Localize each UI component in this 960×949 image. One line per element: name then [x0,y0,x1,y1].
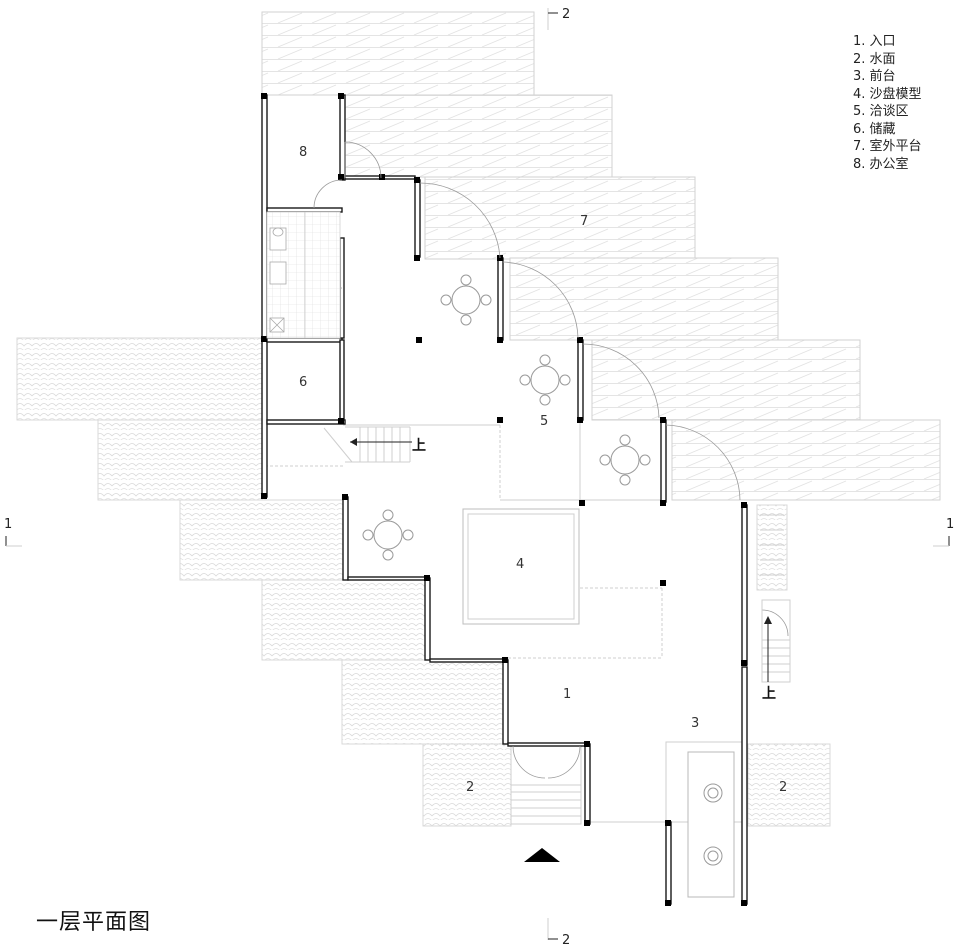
stair-right [760,514,791,683]
stair-upper [323,426,412,463]
legend: 1. 入口 2. 水面 3. 前台 4. 沙盘模型 5. 洽谈区 6. 储藏 7… [853,33,922,173]
doors [313,141,789,779]
table-with-chairs [519,354,571,406]
restroom [266,211,341,339]
room-label-1: 1 [563,687,571,702]
section-marker-label: 2 [562,7,570,22]
room-label-2-left: 2 [466,780,474,795]
reception-desk [665,741,745,898]
legend-item: 5. 洽谈区 [853,104,909,119]
room-label-6: 6 [299,375,307,390]
room-label-4: 4 [516,557,524,572]
legend-item: 2. 水面 [853,51,896,67]
legend-item: 7. 室外平台 [853,139,922,154]
section-marker-2-top: 2 [547,7,570,30]
room-label-2-right: 2 [779,780,787,795]
water-surface [16,337,831,827]
room-label-8: 8 [299,145,307,160]
section-marker-1-left: 1 [4,517,22,547]
outdoor-deck [261,11,941,501]
entrance-arrow-icon [524,848,560,862]
legend-item: 3. 前台 [853,69,896,84]
section-marker-2-bottom: 2 [547,918,570,948]
stair-up-label: 上 [412,438,426,454]
section-marker-label: 1 [4,517,12,532]
sand-table-model [462,508,580,625]
legend-item: 8. 办公室 [853,156,909,172]
legend-item: 6. 储藏 [853,121,896,137]
section-marker-label: 1 [946,517,954,532]
section-marker-label: 2 [562,933,570,948]
room-label-3: 3 [691,716,699,731]
plan-title: 一层平面图 [36,910,152,935]
room-label-7: 7 [580,214,588,229]
table-with-chairs [440,274,492,326]
table-with-chairs [599,434,651,486]
table-with-chairs [362,509,414,561]
stair-up-label: 上 [762,686,776,702]
room-label-5: 5 [540,414,548,429]
legend-item: 1. 入口 [853,34,896,49]
legend-item: 4. 沙盘模型 [853,86,922,102]
section-marker-1-right: 1 [933,517,954,547]
